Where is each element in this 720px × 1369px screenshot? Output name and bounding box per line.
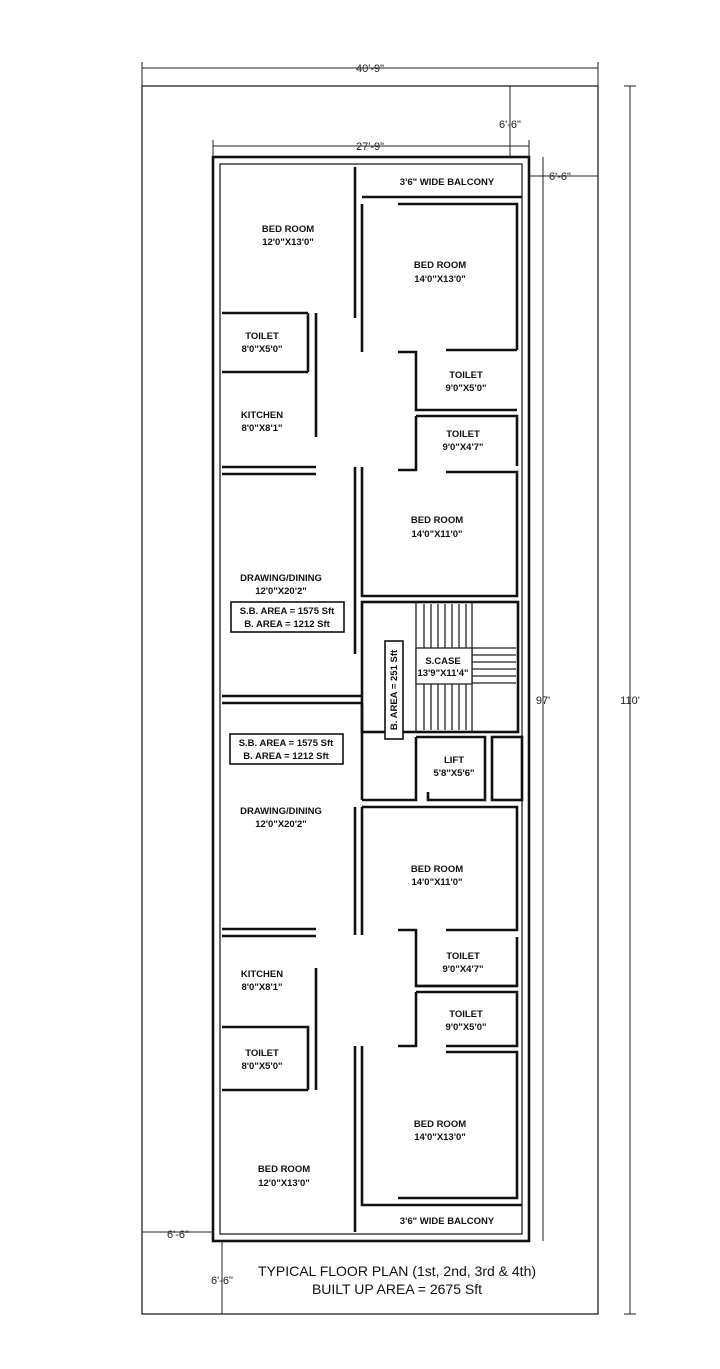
label-balcony-bottom: 3'6" WIDE BALCONY [400, 1216, 495, 1227]
label-bed1-size: 12'0"X13'0" [262, 237, 314, 248]
label-toilet4: TOILET [446, 951, 480, 962]
label-toilet2-size: 9'0"X5'0" [446, 383, 487, 394]
area-box-1 [230, 601, 345, 633]
label-toilet3-size: 9'0"X4'7" [443, 442, 484, 453]
wall-toilet4-right [416, 937, 519, 988]
wall-kitchen2-bottom [222, 1025, 310, 1090]
label-balcony-top: 3'6" WIDE BALCONY [400, 177, 495, 188]
label-bed5: BED ROOM [414, 1119, 466, 1130]
wall-bed5 [398, 1050, 519, 1200]
label-toilet5: TOILET [449, 1009, 483, 1020]
stair-area-box [384, 640, 404, 740]
wall-toilet5 [416, 990, 519, 1048]
building-outline [211, 155, 531, 1243]
label-bed3-size: 14'0"X11'0" [411, 529, 462, 540]
label-toilet1-size: 8'0"X5'0" [242, 344, 283, 355]
label-toilet5-size: 9'0"X5'0" [446, 1022, 487, 1033]
label-stair: S.CASE [425, 656, 460, 667]
wall-bed4 [362, 805, 519, 932]
wall-bed2-top [398, 202, 519, 350]
label-bed5-size: 14'0"X13'0" [414, 1132, 466, 1143]
label-bed1: BED ROOM [262, 224, 314, 235]
duct-shaft [490, 735, 524, 802]
wall-bed3 [360, 467, 519, 598]
label-toilet3: TOILET [446, 429, 480, 440]
wall-lift [416, 735, 487, 802]
label-area1-b: B. AREA = 1212 Sft [244, 619, 330, 630]
building-outline-inner [219, 163, 523, 1235]
label-lift: LIFT [444, 755, 464, 766]
wall-bed5-left [360, 1046, 522, 1207]
plot-boundary [141, 85, 599, 1315]
wall-toilet3 [416, 414, 519, 466]
label-bed4-size: 14'0"X11'0" [411, 877, 462, 888]
label-dining1: DRAWING/DINING [240, 573, 322, 584]
label-bed2: BED ROOM [414, 260, 466, 271]
dim-setback-bottom: 6'-6" [211, 1275, 233, 1287]
label-area2-sb: S.B. AREA = 1575 Sft [239, 738, 334, 749]
wall-lift-left [362, 737, 418, 802]
dimension-lines [141, 62, 636, 1315]
dim-inner-width: 27'-9" [356, 141, 384, 153]
label-dining1-size: 12'0"X20'2" [255, 586, 307, 597]
label-toilet6-size: 8'0"X5'0" [242, 1061, 283, 1072]
label-toilet6: TOILET [245, 1048, 279, 1059]
dim-overall-width: 40'-9" [356, 63, 384, 75]
label-bed6-size: 12'0"X13'0" [258, 1178, 310, 1189]
stair-treads [415, 602, 516, 732]
wall-toilet2 [398, 350, 517, 412]
label-kitchen2-size: 8'0"X8'1" [242, 982, 283, 993]
label-toilet2: TOILET [449, 370, 483, 381]
dim-setback-top: 6'-6" [499, 119, 521, 131]
label-kitchen1-size: 8'0"X8'1" [242, 423, 283, 434]
label-stair-area: B. AREA = 251 Sft [389, 649, 400, 730]
area-box-2 [229, 733, 344, 765]
label-lift-size: 5'8"X5'6" [434, 768, 475, 779]
dim-setback-left: 6'-6" [167, 1229, 189, 1241]
wall-toilet5-left [398, 992, 418, 1048]
label-dining2: DRAWING/DINING [240, 806, 322, 817]
wall-toilet3-left [398, 416, 418, 472]
caption-area: BUILT UP AREA = 2675 Sft [312, 1281, 482, 1297]
label-area1-sb: S.B. AREA = 1575 Sft [240, 606, 335, 617]
label-bed2-size: 14'0"X13'0" [414, 274, 466, 285]
label-toilet4-size: 9'0"X4'7" [443, 964, 484, 975]
label-stair-size: 13'9"X11'4" [417, 668, 468, 679]
label-dining2-size: 12'0"X20'2" [255, 819, 307, 830]
dim-overall-length: 110' [620, 695, 640, 707]
dim-setback-right: 6'-6" [549, 171, 571, 183]
label-area2-b: B. AREA = 1212 Sft [243, 751, 329, 762]
label-kitchen2: KITCHEN [241, 969, 283, 980]
label-bed6: BED ROOM [258, 1164, 310, 1175]
staircase-block [360, 600, 520, 734]
label-kitchen1: KITCHEN [241, 410, 283, 421]
label-bed4: BED ROOM [411, 864, 463, 875]
dim-inner-length: 97' [536, 695, 550, 707]
caption-title: TYPICAL FLOOR PLAN (1st, 2nd, 3rd & 4th) [258, 1263, 536, 1279]
label-toilet1: TOILET [245, 331, 279, 342]
label-bed3: BED ROOM [411, 515, 463, 526]
